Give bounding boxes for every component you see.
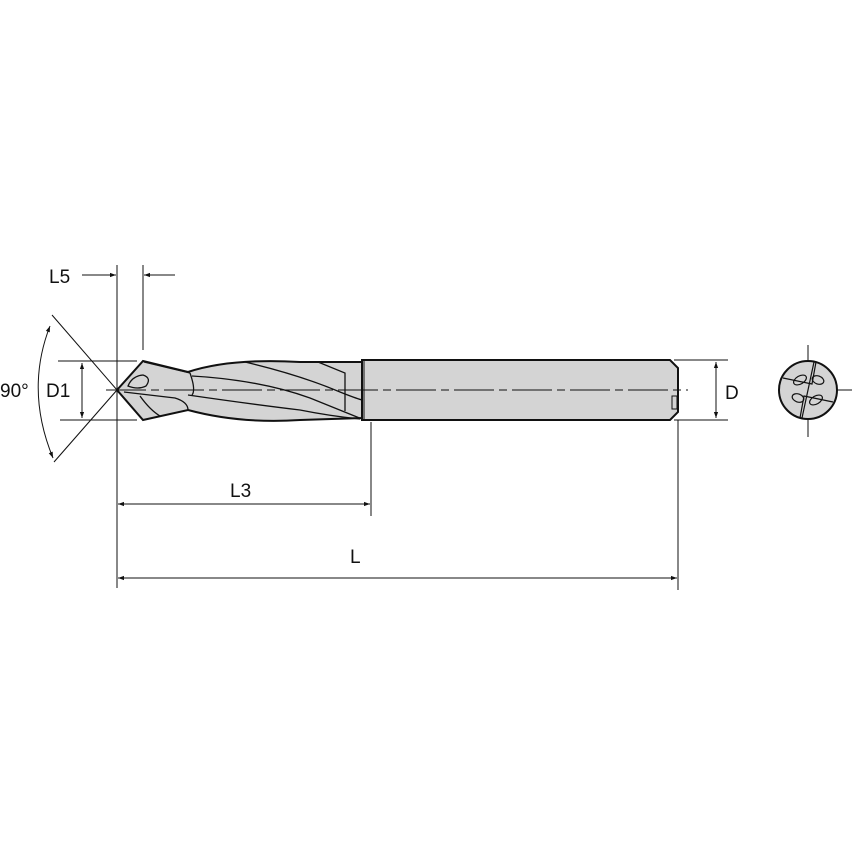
- l5-label: L5: [49, 267, 70, 288]
- extension-lines: [58, 265, 728, 590]
- d-label: D: [725, 383, 739, 404]
- drill-flutes: [115, 359, 363, 422]
- l-label: L: [350, 547, 361, 568]
- flute-details: [123, 361, 363, 420]
- angle-label: 90°: [0, 381, 29, 402]
- point-angle-lines: [51, 314, 118, 463]
- end-view: [778, 345, 852, 437]
- d1-label: D1: [46, 381, 70, 402]
- angle-arc: [37, 325, 54, 459]
- l3-label: L3: [230, 481, 251, 502]
- shank-flat: [671, 395, 678, 410]
